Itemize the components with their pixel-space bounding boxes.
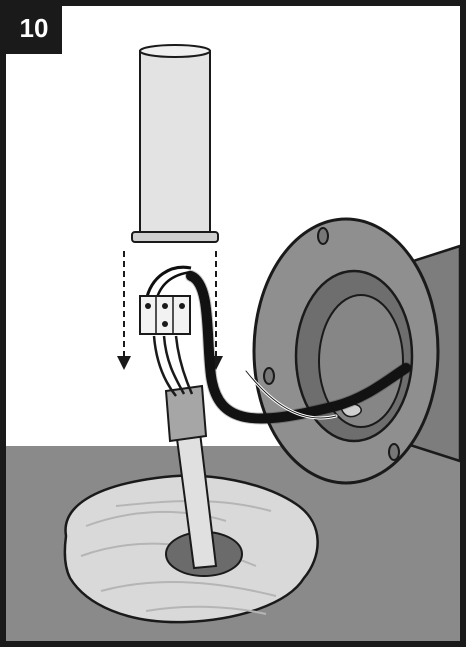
left-arrow-head	[117, 356, 131, 370]
terminal-block	[140, 296, 190, 334]
wall-mount-flange	[254, 219, 460, 483]
step-number-badge: 10	[6, 6, 62, 54]
cable-sleeve-tube	[132, 45, 218, 242]
assembly-illustration	[6, 6, 460, 641]
